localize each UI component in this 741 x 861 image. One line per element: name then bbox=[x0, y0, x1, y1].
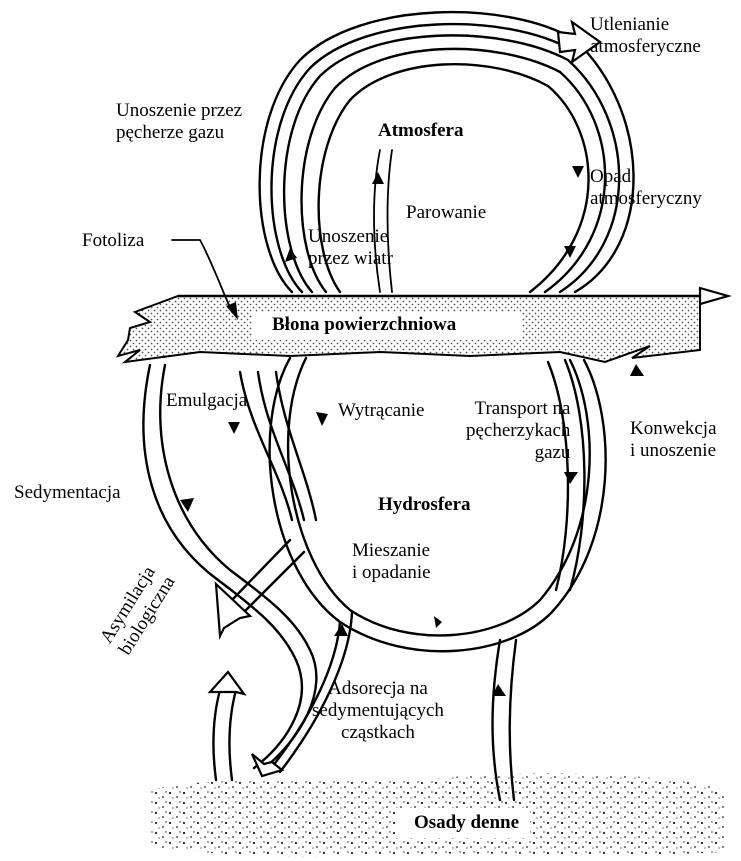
label-wind-lift: Unoszenie przez wiatr bbox=[308, 226, 393, 270]
label-surface-film: Błona powierzchniowa bbox=[272, 314, 456, 336]
label-atmosphere: Atmosfera bbox=[378, 120, 463, 142]
label-hydrosphere: Hydrosfera bbox=[378, 494, 471, 516]
label-bubble-transport: Transport na pęcherzykach gazu bbox=[466, 398, 570, 464]
label-precipitation-in-water: Wytrącanie bbox=[338, 400, 424, 422]
label-precipitation: Opad atmosferyczny bbox=[590, 166, 702, 210]
label-convection: Konwekcja i unoszenie bbox=[630, 418, 717, 462]
label-evaporation: Parowanie bbox=[406, 202, 486, 224]
label-sediments: Osady denne bbox=[414, 812, 519, 834]
label-sedimentation: Sedymentacja bbox=[14, 482, 121, 504]
label-photolysis: Fotoliza bbox=[82, 230, 144, 252]
label-oxidation: Utlenianie atmosferyczne bbox=[590, 14, 701, 58]
label-adsorption: Adsorecja na sedymentujących cząstkach bbox=[312, 678, 444, 744]
label-bubble-lift: Unoszenie przez pęcherze gazu bbox=[116, 100, 242, 144]
label-emulsification: Emulgacja bbox=[166, 390, 247, 412]
label-mixing: Mieszanie i opadanie bbox=[352, 540, 431, 584]
assimilation-arrow-head bbox=[210, 672, 244, 694]
